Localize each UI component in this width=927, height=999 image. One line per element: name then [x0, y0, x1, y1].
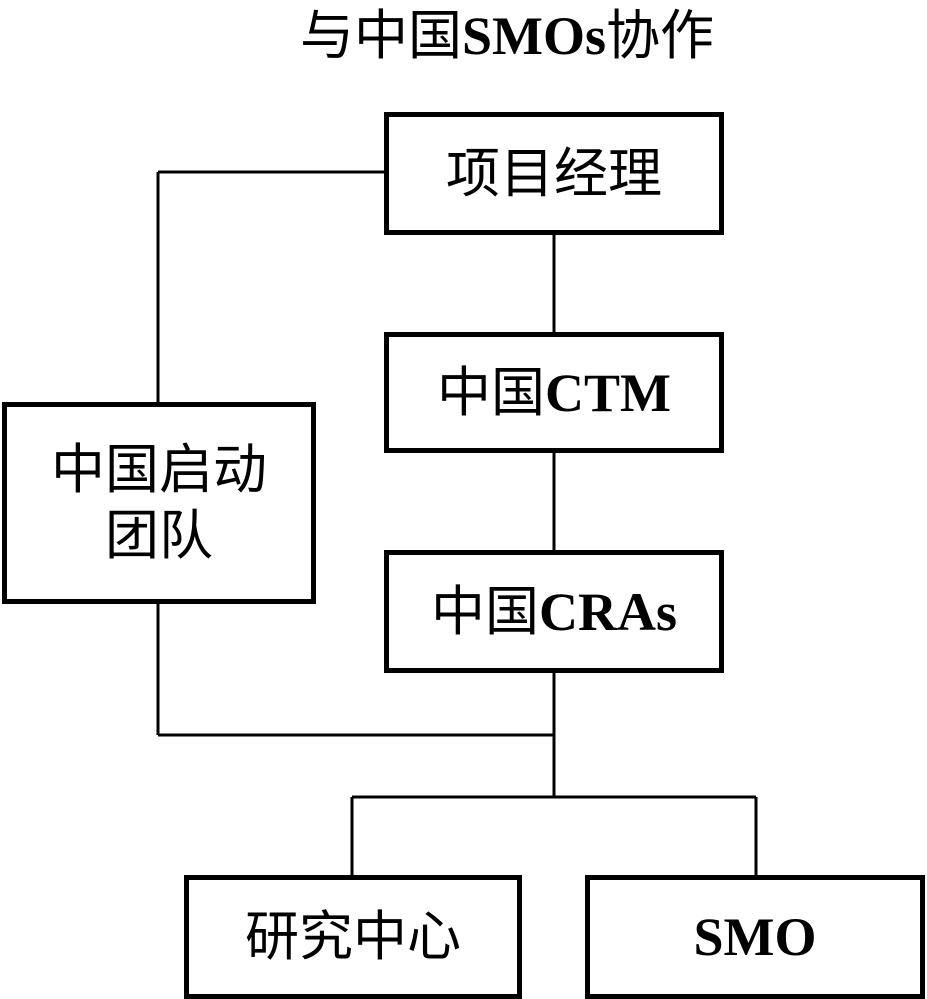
title-latin: SMOs: [462, 6, 607, 66]
node-smo: SMO: [585, 875, 925, 999]
node-china-startup-team: 中国启动 团队: [2, 402, 316, 604]
node-china-cras-cjk: 中国: [430, 579, 539, 643]
node-china-ctm-latin: CTM: [545, 362, 671, 423]
node-project-manager: 项目经理: [384, 112, 724, 235]
title-cjk-prefix: 与中国: [300, 4, 462, 67]
node-project-manager-label: 项目经理: [446, 141, 662, 205]
node-research-center-label: 研究中心: [245, 905, 461, 968]
node-smo-label: SMO: [693, 907, 817, 967]
node-china-startup-team-line1: 中国启动: [51, 438, 267, 501]
node-research-center: 研究中心: [184, 875, 522, 999]
node-china-startup-team-line2: 团队: [105, 504, 213, 567]
diagram-title: 与中国SMOs协作: [300, 2, 840, 70]
node-china-cras-latin: CRAs: [538, 581, 677, 642]
node-china-ctm-cjk: 中国: [437, 360, 545, 424]
title-cjk-suffix: 协作: [606, 4, 715, 67]
